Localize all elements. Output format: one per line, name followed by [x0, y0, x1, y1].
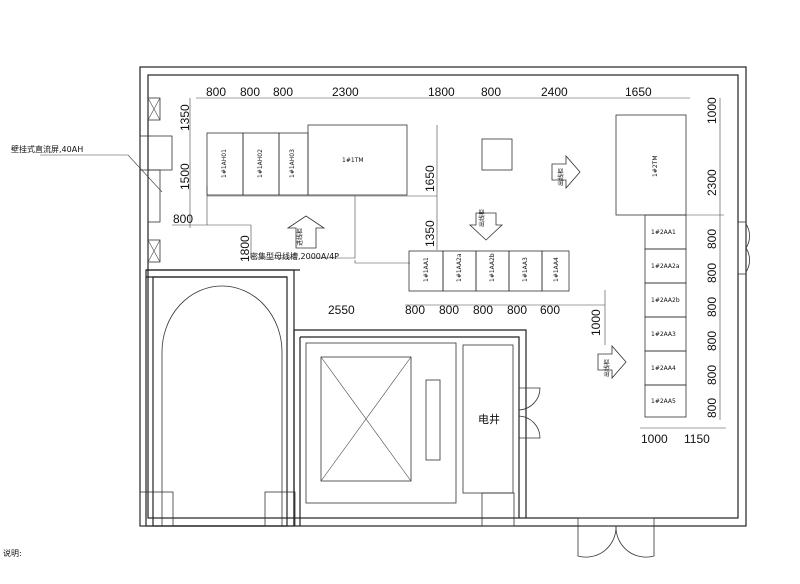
svg-text:800: 800 — [439, 303, 459, 317]
cabinet-1AA1: 1#1AA1 — [423, 257, 430, 282]
svg-text:1350: 1350 — [423, 220, 437, 247]
arrow-right-1: 出线柜 — [551, 154, 581, 190]
outer-wall — [139, 66, 747, 527]
svg-text:1500: 1500 — [178, 163, 192, 190]
wall-box-leader: 壁挂式直流屏,40AH — [11, 144, 163, 193]
svg-text:进线柜: 进线柜 — [296, 228, 304, 246]
cabinet-1AA3: 1#1AA3 — [522, 257, 529, 282]
cabinet-2AA5: 1#2AA5 — [651, 398, 676, 405]
cabinet-1AA4: 1#1AA4 — [553, 257, 560, 282]
dims-left: 1350 1500 800 1800 — [173, 104, 252, 262]
cabinet-1AH03: 1#1AH03 — [289, 149, 296, 178]
cabinet-labels-middle: 1#1AA1 1#1AA2a 1#1AA2b 1#1AA3 1#1AA4 — [423, 253, 560, 282]
cabinet-1TM: 1#1TM — [342, 157, 364, 164]
wall-box-label: 壁挂式直流屏,40AH — [11, 144, 83, 154]
svg-text:1000: 1000 — [589, 309, 603, 336]
svg-text:800: 800 — [705, 331, 719, 351]
shaft-label: 电井 — [478, 412, 500, 426]
cabinet-2AA2b: 1#2AA2b — [651, 297, 680, 304]
cabinet-2AA1: 1#2AA1 — [651, 229, 676, 236]
cabinet-2AA3: 1#2AA3 — [651, 331, 676, 338]
dims-top: 800 800 800 2300 1800 800 2400 1650 — [206, 85, 652, 99]
svg-text:2300: 2300 — [332, 85, 359, 99]
right-door[interactable] — [737, 221, 750, 275]
cabinet-labels-left: 1#1AH01 1#1AH02 1#1AH03 1#1TM — [221, 149, 364, 178]
cable-trench — [206, 186, 438, 264]
svg-text:800: 800 — [705, 229, 719, 249]
lower-left-room — [139, 269, 296, 527]
electrical-shaft — [462, 344, 541, 527]
svg-text:1000: 1000 — [705, 97, 719, 124]
equipment-box — [481, 138, 513, 171]
svg-text:800: 800 — [473, 303, 493, 317]
svg-text:2300: 2300 — [705, 169, 719, 196]
svg-text:800: 800 — [173, 212, 193, 226]
cabinet-row-middle — [408, 250, 570, 292]
cabinet-1AH01: 1#1AH01 — [221, 149, 228, 178]
cabinet-2TM: 1#2TM — [652, 155, 659, 177]
cabinet-1AA2a: 1#1AA2a — [456, 253, 463, 282]
cabinet-1AH02: 1#1AH02 — [257, 149, 264, 178]
busway-label: 密集型母线槽,2000A/4P — [250, 251, 339, 261]
cabinet-labels-right: 1#2TM 1#2AA1 1#2AA2a 1#2AA2b 1#2AA3 1#2A… — [651, 155, 680, 405]
cabinet-2AA2a: 1#2AA2a — [651, 263, 680, 270]
svg-text:600: 600 — [540, 303, 560, 317]
svg-text:1650: 1650 — [625, 85, 652, 99]
svg-text:1150: 1150 — [684, 432, 710, 446]
cabinet-1AA2b: 1#1AA2b — [489, 253, 496, 282]
svg-text:1800: 1800 — [428, 85, 455, 99]
svg-text:800: 800 — [273, 85, 293, 99]
arrow-down: 出线柜 — [468, 209, 504, 241]
svg-text:800: 800 — [507, 303, 527, 317]
arrow-right-2: 出线柜 — [597, 344, 627, 380]
svg-text:1650: 1650 — [423, 165, 437, 192]
svg-text:800: 800 — [705, 263, 719, 283]
svg-text:800: 800 — [481, 85, 501, 99]
svg-text:2400: 2400 — [541, 85, 568, 99]
bottom-door[interactable] — [577, 517, 655, 558]
svg-text:1800: 1800 — [238, 235, 252, 262]
cabinet-row-left — [206, 124, 408, 196]
note-label: 说明: — [3, 548, 22, 558]
left-wall-piers — [139, 97, 173, 263]
svg-text:1350: 1350 — [178, 104, 192, 131]
svg-text:800: 800 — [705, 398, 719, 418]
svg-text:2550: 2550 — [328, 303, 355, 317]
elevator-shaft — [305, 342, 457, 504]
interior-partitions — [146, 269, 527, 526]
cabinet-2AA4: 1#2AA4 — [651, 365, 676, 372]
svg-text:出线柜: 出线柜 — [478, 209, 486, 227]
dimension-lines — [172, 97, 726, 429]
svg-text:出线柜: 出线柜 — [603, 359, 611, 377]
svg-text:1000: 1000 — [641, 432, 668, 446]
svg-text:800: 800 — [240, 85, 260, 99]
dims-middle: 2550 800 800 800 800 600 1650 1350 1000 — [328, 165, 603, 336]
cabinet-column-right — [615, 114, 687, 418]
svg-text:800: 800 — [405, 303, 425, 317]
dims-right: 1000 2300 800 800 800 800 800 800 — [705, 97, 719, 418]
arrow-up: 进线柜 — [286, 215, 326, 249]
svg-text:800: 800 — [705, 297, 719, 317]
svg-text:800: 800 — [206, 85, 226, 99]
svg-text:出线柜: 出线柜 — [557, 168, 565, 186]
svg-text:800: 800 — [705, 365, 719, 385]
dims-bottom: 1000 1150 — [641, 432, 710, 446]
